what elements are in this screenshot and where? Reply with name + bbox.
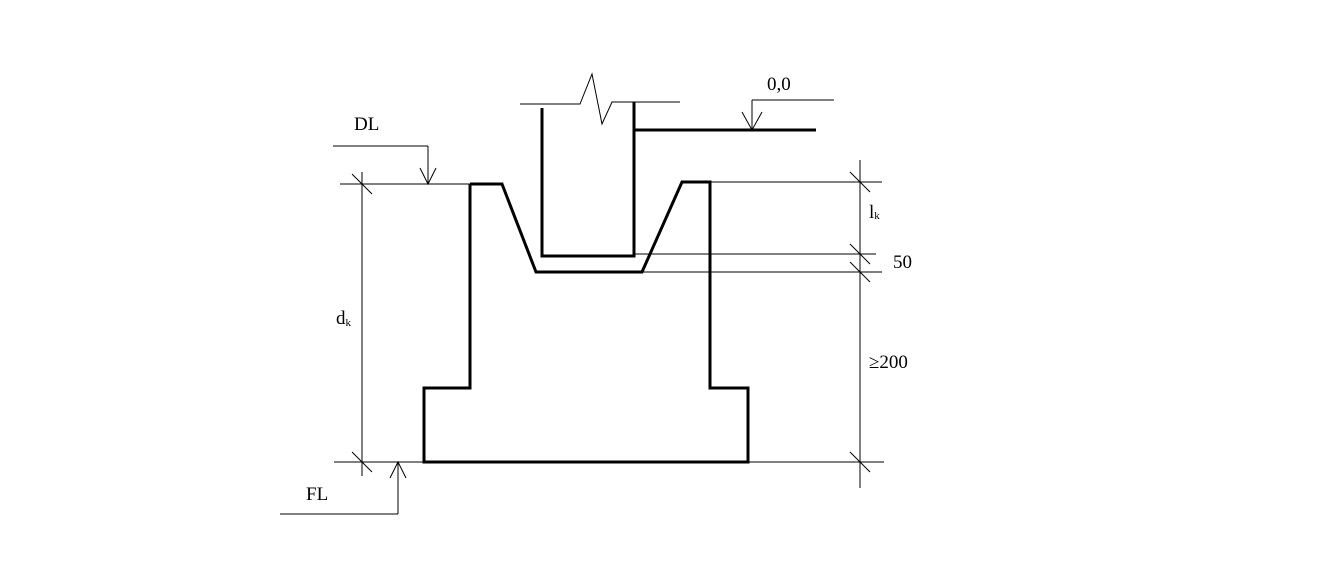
column-break-line: [520, 72, 680, 126]
depth-label: dk: [336, 308, 352, 329]
dimension-depth: dk: [334, 172, 470, 476]
foundation-outline: [422, 180, 750, 464]
ground-level-label: 0,0: [767, 74, 791, 95]
foundation-level-label: FL: [306, 484, 328, 505]
column-stub: [520, 72, 680, 258]
design-level-label: DL: [354, 114, 379, 135]
level-marker-dl: DL: [333, 114, 437, 186]
level-marker-ground: 0,0: [741, 74, 834, 132]
bottom-min-label: ≥200: [869, 352, 908, 373]
gap-label: 50: [893, 252, 912, 273]
dimension-right: lk 50 ≥200: [634, 160, 912, 488]
level-marker-fl: FL: [280, 460, 407, 515]
socket-depth-label: lk: [869, 202, 880, 223]
column-outline: [540, 102, 636, 258]
